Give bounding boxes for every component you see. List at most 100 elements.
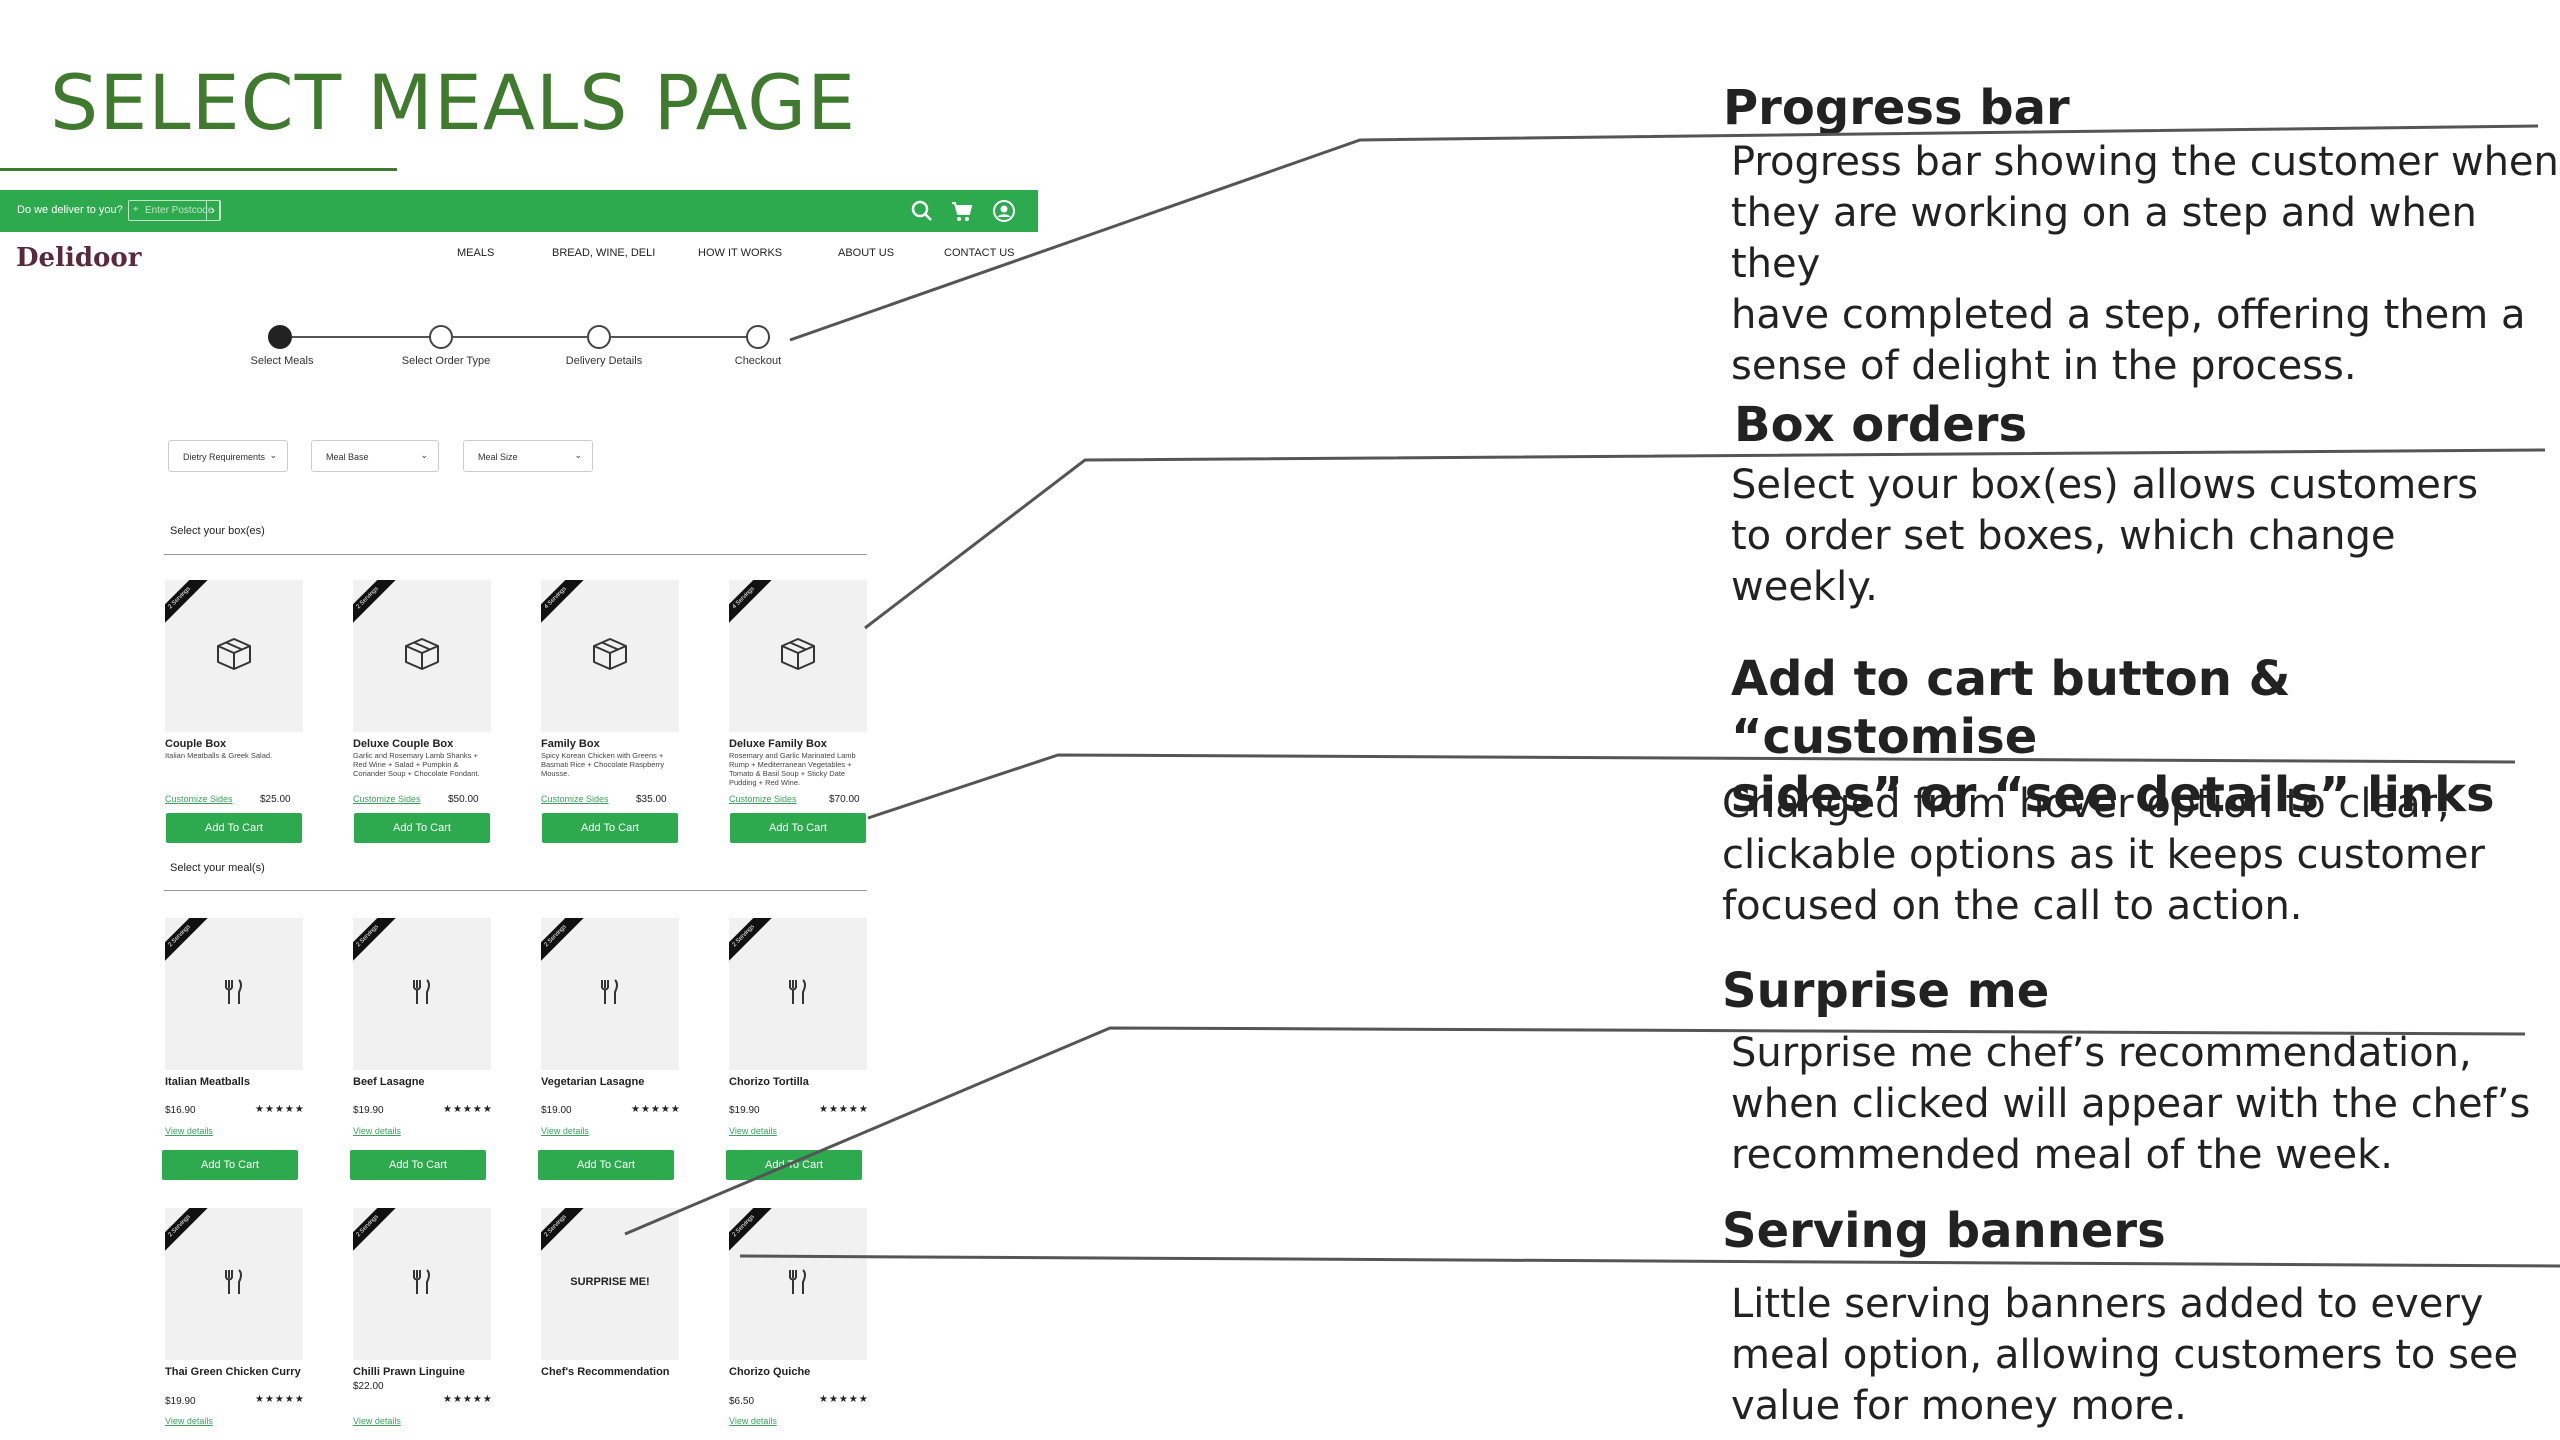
nav-about-us[interactable]: ABOUT US <box>838 247 895 259</box>
user-icon[interactable] <box>992 199 1016 228</box>
box-icon <box>353 636 491 677</box>
view-details-link[interactable]: View details <box>729 1416 777 1426</box>
customize-sides-link[interactable]: Customize Sides <box>541 794 609 804</box>
box-icon <box>729 636 867 677</box>
filter-label: Dietry Requirements <box>183 452 266 462</box>
customize-sides-link[interactable]: Customize Sides <box>353 794 421 804</box>
fork-knife-icon <box>165 978 303 1013</box>
meal-card-image[interactable]: 2 Servings <box>541 918 679 1070</box>
view-details-link[interactable]: View details <box>165 1416 213 1426</box>
progress-label: Checkout <box>734 355 782 367</box>
meal-name: Thai Green Chicken Curry <box>165 1366 301 1378</box>
box-description: Spicy Korean Chicken with Greens + Basma… <box>541 751 665 778</box>
progress-step-select-meals[interactable] <box>268 325 292 349</box>
add-to-cart-button[interactable]: Add To Cart <box>166 813 302 843</box>
serving-banner: 2 Servings <box>729 918 774 966</box>
add-to-cart-button[interactable]: Add To Cart <box>354 813 490 843</box>
postcode-input[interactable]: ⌖ Enter Postcode › <box>128 200 221 221</box>
box-name: Family Box <box>541 738 600 750</box>
meal-name: Chorizo Quiche <box>729 1366 811 1378</box>
box-icon <box>165 636 303 677</box>
star-rating: ★★★★★ <box>255 1104 305 1115</box>
star-rating: ★★★★★ <box>819 1394 869 1405</box>
serving-banner: 2 Servings <box>729 1208 774 1256</box>
meal-name: Chef's Recommendation <box>541 1366 670 1378</box>
progress-step-order-type[interactable] <box>429 325 453 349</box>
view-details-link[interactable]: View details <box>353 1416 401 1426</box>
meal-price: $19.90 <box>165 1396 196 1407</box>
view-details-link[interactable]: View details <box>353 1126 401 1136</box>
serving-banner: 2 Servings <box>165 918 210 966</box>
meal-name: Chilli Prawn Linguine <box>353 1366 465 1378</box>
customize-sides-link[interactable]: Customize Sides <box>165 794 233 804</box>
nav-how-it-works[interactable]: HOW IT WORKS <box>698 247 783 259</box>
meal-name: Vegetarian Lasagne <box>541 1076 645 1088</box>
serving-banner: 2 Servings <box>353 580 398 628</box>
section-divider <box>164 554 867 555</box>
box-price: $35.00 <box>636 794 667 805</box>
meal-price: $16.90 <box>165 1105 196 1116</box>
view-details-link[interactable]: View details <box>729 1126 777 1136</box>
box-card-image[interactable]: 2 Servings <box>353 580 491 732</box>
fork-knife-icon <box>541 978 679 1013</box>
progress-connector <box>611 336 758 338</box>
filter-meal-base[interactable]: Meal Base⌄ <box>311 440 439 472</box>
map-pin-icon: ⌖ <box>133 204 139 215</box>
meal-card-image[interactable]: 2 Servings <box>165 1208 303 1360</box>
box-card-image[interactable]: 4 Servings <box>729 580 867 732</box>
fork-knife-icon <box>165 1268 303 1303</box>
surprise-card-image[interactable]: 2 Servings SURPRISE ME! <box>541 1208 679 1360</box>
box-description: Garlic and Rosemary Lamb Shanks + Red Wi… <box>353 751 480 778</box>
nav-bread-wine-deli[interactable]: BREAD, WINE, DELI <box>552 247 656 259</box>
customize-sides-link[interactable]: Customize Sides <box>729 794 797 804</box>
add-to-cart-button[interactable]: Add To Cart <box>538 1150 674 1180</box>
star-rating: ★★★★★ <box>255 1394 305 1405</box>
view-details-link[interactable]: View details <box>165 1126 213 1136</box>
serving-banner: 2 Servings <box>541 918 586 966</box>
serving-banner: 2 Servings <box>165 1208 210 1256</box>
box-card-image[interactable]: 2 Servings <box>165 580 303 732</box>
filter-meal-size[interactable]: Meal Size⌄ <box>463 440 593 472</box>
meal-price: $22.00 <box>353 1381 384 1392</box>
meal-card-image[interactable]: 2 Servings <box>165 918 303 1070</box>
add-to-cart-button[interactable]: Add To Cart <box>730 813 866 843</box>
add-to-cart-button[interactable]: Add To Cart <box>726 1150 862 1180</box>
annotation-body-add-to-cart: Changed from hover option to clear,click… <box>1722 781 2485 929</box>
view-details-link[interactable]: View details <box>541 1126 589 1136</box>
add-to-cart-button[interactable]: Add To Cart <box>542 813 678 843</box>
meal-card-image[interactable]: 2 Servings <box>353 1208 491 1360</box>
fork-knife-icon <box>729 978 867 1013</box>
box-description: Italian Meatballs & Greek Salad. <box>165 751 273 760</box>
meal-card-image[interactable]: 2 Servings <box>729 1208 867 1360</box>
serving-banner: 2 Servings <box>353 918 398 966</box>
serving-banner: 2 Servings <box>165 580 210 628</box>
search-icon[interactable] <box>910 199 934 228</box>
box-name: Couple Box <box>165 738 227 750</box>
progress-connector <box>453 336 587 338</box>
serving-banner: 2 Servings <box>541 1208 586 1256</box>
filter-label: Meal Size <box>478 452 518 462</box>
nav-meals[interactable]: MEALS <box>457 247 495 259</box>
progress-step-checkout[interactable] <box>746 325 770 349</box>
meal-card-image[interactable]: 2 Servings <box>353 918 491 1070</box>
box-name: Deluxe Family Box <box>729 738 827 750</box>
nav-contact-us[interactable]: CONTACT US <box>944 247 1015 259</box>
cart-icon[interactable] <box>950 199 974 228</box>
box-price: $70.00 <box>829 794 860 805</box>
add-to-cart-button[interactable]: Add To Cart <box>350 1150 486 1180</box>
star-rating: ★★★★★ <box>631 1104 681 1115</box>
progress-step-delivery[interactable] <box>587 325 611 349</box>
meal-price: $19.00 <box>541 1105 572 1116</box>
surprise-me-button[interactable]: SURPRISE ME! <box>570 1276 650 1288</box>
box-price: $50.00 <box>448 794 479 805</box>
serving-banner: 4 Servings <box>541 580 586 628</box>
postcode-submit-button[interactable]: › <box>206 200 220 221</box>
add-to-cart-button[interactable]: Add To Cart <box>162 1150 298 1180</box>
box-card-image[interactable]: 4 Servings <box>541 580 679 732</box>
meal-card-image[interactable]: 2 Servings <box>729 918 867 1070</box>
annotation-title-progress: Progress bar <box>1723 80 2070 136</box>
filter-dietary[interactable]: Dietry Requirements⌄ <box>168 440 288 472</box>
logo[interactable]: Delidoor <box>16 243 142 273</box>
